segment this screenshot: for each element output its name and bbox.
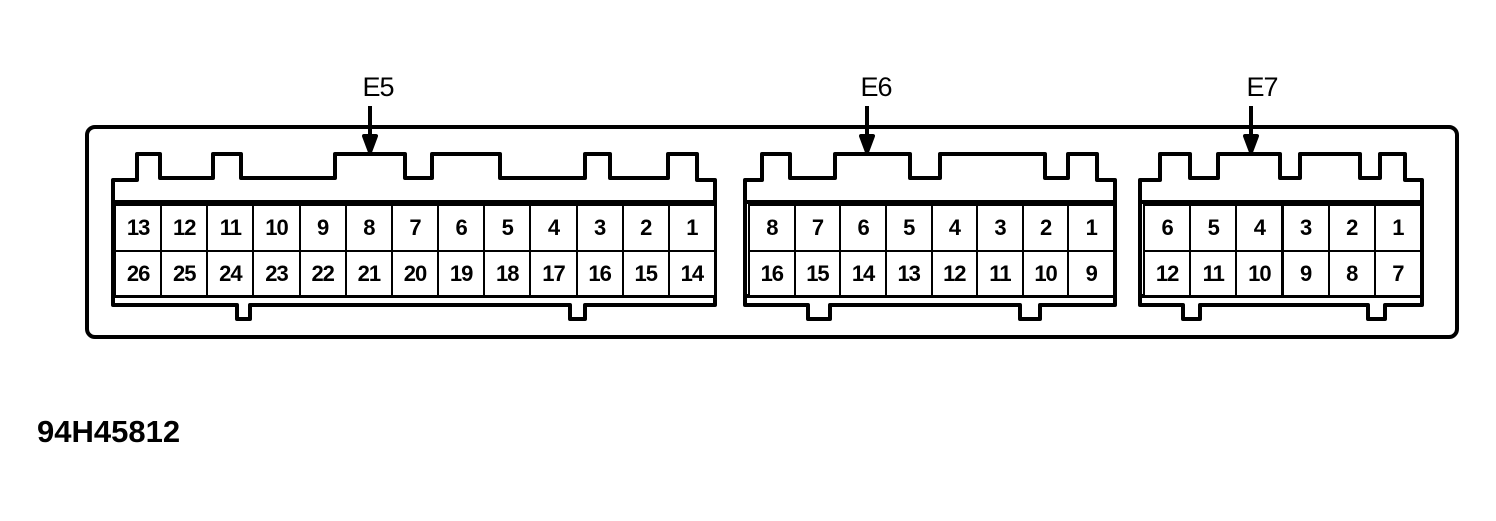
e5-arrow-icon [362,106,378,154]
e5-pin-21: 21 [344,250,393,297]
e5-pin-10: 10 [252,204,301,252]
e6-pin-12: 12 [930,250,979,297]
e5-pin-4: 4 [529,204,578,252]
e6-pin-8: 8 [748,204,796,252]
e6-pin-7: 7 [793,204,842,252]
e6-pin-9: 9 [1067,250,1115,297]
e5-pin-12: 12 [160,204,209,252]
e6-pin-1: 1 [1067,204,1115,252]
e6-pin-14: 14 [839,250,887,297]
e7-pin-12: 12 [1143,250,1192,297]
e5-pin-26: 26 [114,250,163,297]
e6-pin-3: 3 [976,204,1024,252]
e5-pin-8: 8 [344,204,393,252]
e5-pin-25: 25 [160,250,209,297]
e5-pin-16: 16 [575,250,624,297]
e5-pin-7: 7 [390,204,440,252]
e7-label: E7 [1246,72,1278,102]
e5-pin-24: 24 [206,250,255,297]
e5-pin-11: 11 [206,204,255,252]
e7-pin-8: 8 [1327,250,1376,297]
e6-pin-6: 6 [839,204,887,252]
e6-pin-16: 16 [748,250,796,297]
e7-pin-6: 6 [1143,204,1192,252]
e6-pin-10: 10 [1021,250,1070,297]
e5-connector-body [111,152,717,321]
e7-pin-2: 2 [1327,204,1376,252]
e7-pin-1: 1 [1373,204,1422,252]
e7-pin-4: 4 [1235,204,1284,252]
ecu-housing [85,125,1459,339]
e7-pin-5: 5 [1189,204,1238,252]
e5-pin-19: 19 [437,250,486,297]
e7-pin-9: 9 [1281,250,1330,297]
e5-label: E5 [362,72,394,102]
e5-pin-18: 18 [483,250,532,297]
e7-connector-body [1138,152,1424,321]
e5-pin-17: 17 [529,250,578,297]
e6-pin-13: 13 [884,250,933,297]
e5-pin-22: 22 [298,250,347,297]
e5-pin-15: 15 [621,250,670,297]
e6-pin-11: 11 [976,250,1024,297]
e5-pin-13: 13 [114,204,163,252]
e6-pin-5: 5 [884,204,933,252]
e6-pin-15: 15 [793,250,842,297]
e7-pin-3: 3 [1281,204,1330,252]
e6-pin-2: 2 [1021,204,1070,252]
e6-label: E6 [860,72,892,102]
e5-pin-6: 6 [437,204,486,252]
e5-pin-2: 2 [621,204,670,252]
e7-pin-7: 7 [1373,250,1422,297]
figure-code: 94H45812 [37,414,181,449]
e5-pin-1: 1 [667,204,716,252]
e5-pin-9: 9 [298,204,347,252]
e6-arrow-icon [859,106,875,154]
e6-pin-4: 4 [930,204,979,252]
e5-pin-3: 3 [575,204,624,252]
e5-pin-23: 23 [252,250,301,297]
e7-arrow-icon [1243,106,1259,154]
e7-pin-10: 10 [1235,250,1284,297]
e6-connector-body [743,152,1117,321]
e5-pin-20: 20 [390,250,440,297]
e7-pin-11: 11 [1189,250,1238,297]
e5-pin-5: 5 [483,204,532,252]
e5-pin-14: 14 [667,250,716,297]
